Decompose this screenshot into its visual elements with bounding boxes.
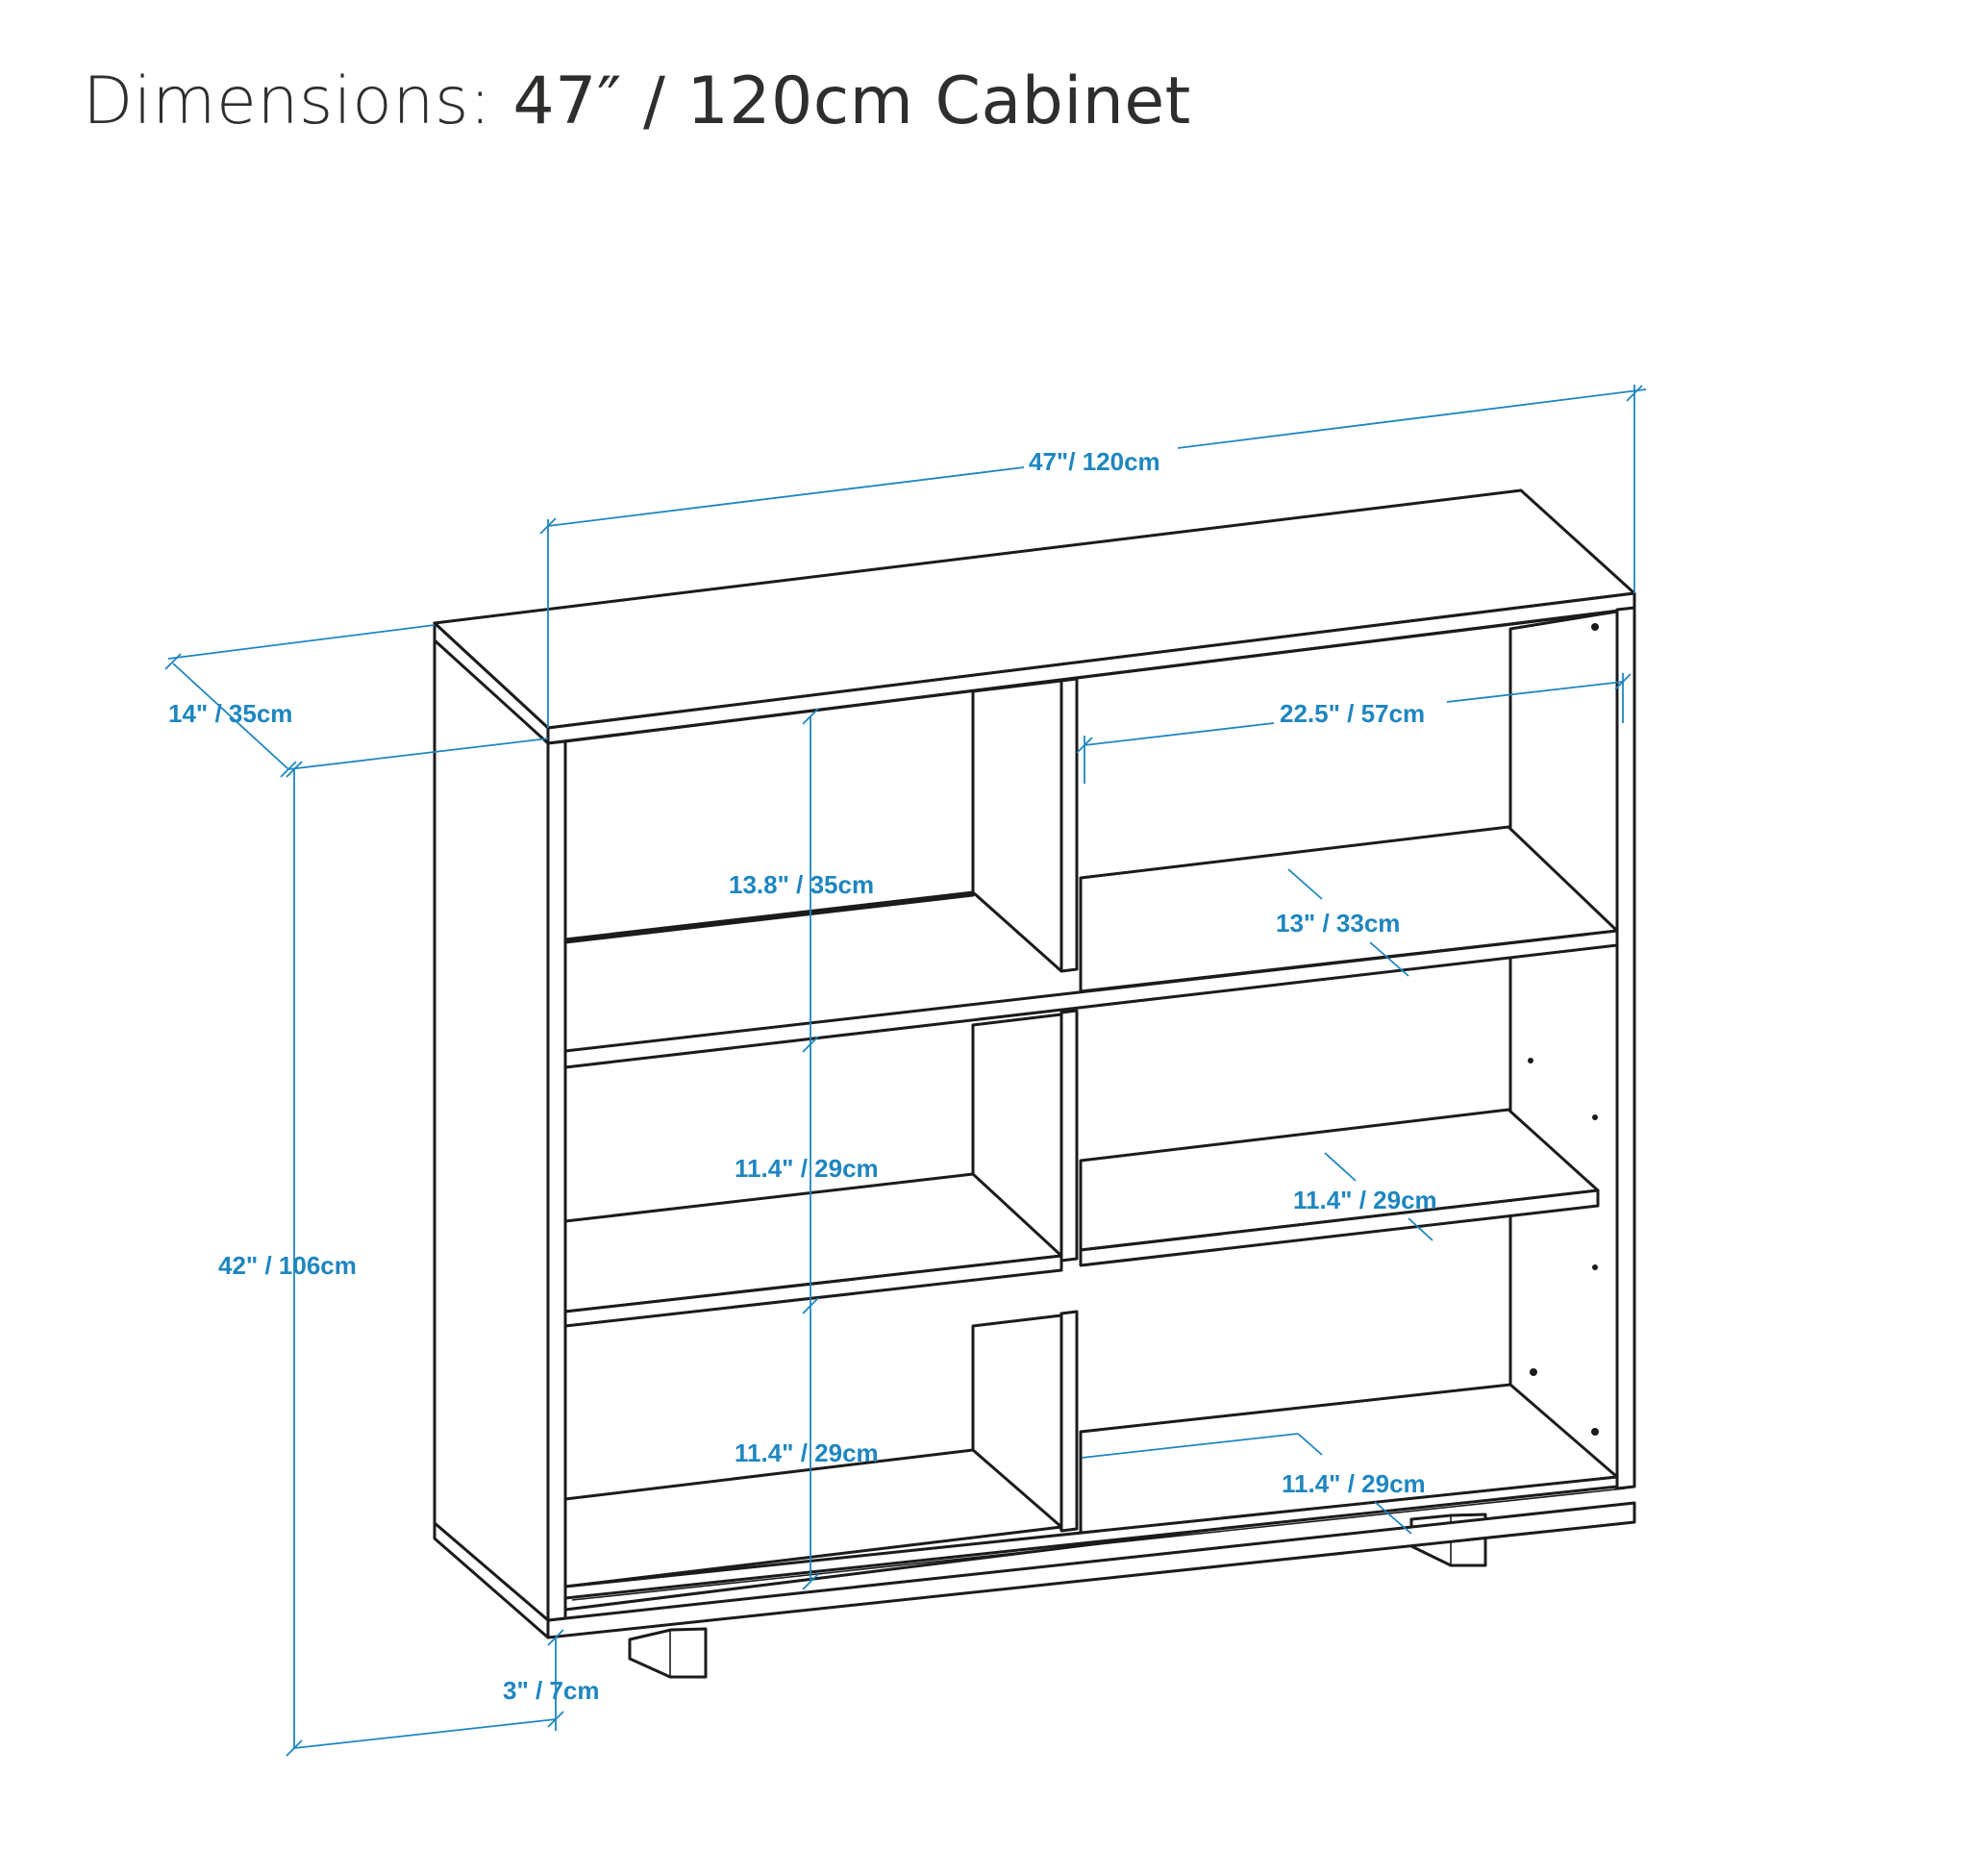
width-label: 47"/ 120cm <box>1029 447 1160 476</box>
leg-height-label: 3" / 7cm <box>503 1676 600 1705</box>
left-middle-compartment-label: 11.4" / 29cm <box>735 1154 879 1183</box>
page-title: Dimensions: 47″ / 120cm Cabinet <box>83 63 1191 139</box>
middle-center-divider-front <box>1059 1009 1079 1263</box>
shelf-depth-dimension-line <box>1287 868 1409 977</box>
right-adjustable-shelf-dimension-line <box>1324 1152 1433 1241</box>
top-right-width-dimension-line <box>1076 673 1632 784</box>
depth-dimension-line <box>164 624 549 778</box>
front-left-leg <box>628 1627 708 1679</box>
shelf-pin-hole <box>1592 1114 1598 1120</box>
middle-right-adjustable-shelf-front <box>1079 1188 1600 1267</box>
shelf-pin-hole <box>1591 623 1599 631</box>
right-side-panel <box>1615 606 1636 1490</box>
bottom-center-divider-front <box>1059 1310 1079 1533</box>
cabinet-base-side-edge <box>433 1521 550 1639</box>
upper-center-divider-front <box>1059 677 1079 973</box>
right-bottom-compartment-label: 11.4" / 29cm <box>1282 1469 1426 1498</box>
top-right-width-label: 22.5" / 57cm <box>1280 699 1425 728</box>
right-side-inner-face <box>1508 610 1619 1490</box>
left-column-dimension-line <box>802 708 819 1590</box>
top-left-compartment-label: 13.8" / 35cm <box>729 870 874 899</box>
depth-label: 14" / 35cm <box>168 699 292 728</box>
right-adjustable-shelf-label: 11.4" / 29cm <box>1293 1186 1437 1214</box>
leg-height-dimension-line <box>293 1629 564 1749</box>
title-prefix: Dimensions: <box>83 63 492 139</box>
left-bottom-compartment-label: 11.4" / 29cm <box>735 1438 879 1467</box>
right-bottom-compartment-dimension-line <box>1081 1433 1412 1535</box>
left-front-panel-edge <box>546 739 567 1622</box>
left-side-panel <box>433 621 550 1622</box>
shelf-depth-label: 13" / 33cm <box>1276 909 1400 938</box>
shelf-pin-hole <box>1528 1058 1533 1063</box>
height-label: 42" / 106cm <box>218 1251 357 1280</box>
shelf-pin-hole <box>1530 1368 1537 1376</box>
shelf-pin-hole <box>1591 1428 1599 1436</box>
width-dimension-line <box>539 385 1647 728</box>
title-suffix: 47″ / 120cm Cabinet <box>512 63 1191 139</box>
shelf-pin-hole <box>1592 1264 1598 1270</box>
